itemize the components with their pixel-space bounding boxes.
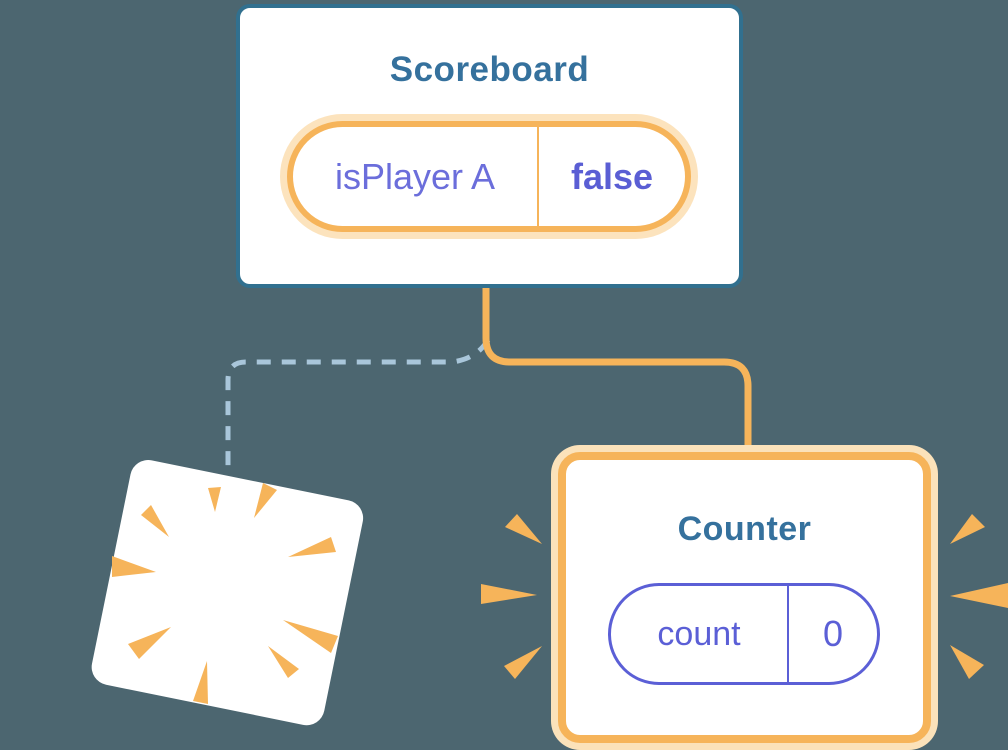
removed-branch-dashed-connector	[225, 338, 491, 466]
counter-card: Counter count 0	[558, 452, 931, 743]
emphasis-dashes-icon	[481, 514, 1008, 679]
scoreboard-state-value: false	[570, 155, 654, 197]
counter-state-value: 0	[822, 613, 844, 654]
scoreboard-title: Scoreboard	[389, 50, 590, 89]
scoreboard-state-pill: isPlayer A false	[287, 121, 691, 232]
counter-title: Counter	[677, 510, 812, 548]
counter-state-name: count	[611, 586, 789, 682]
poof-rays-icon	[112, 483, 338, 704]
poof-card	[91, 459, 364, 726]
scoreboard-card: Scoreboard isPlayer A false	[236, 4, 743, 288]
scoreboard-state-name: isPlayer A	[293, 127, 539, 226]
active-branch-connector	[482, 284, 752, 456]
counter-state-pill: count 0	[608, 583, 880, 685]
